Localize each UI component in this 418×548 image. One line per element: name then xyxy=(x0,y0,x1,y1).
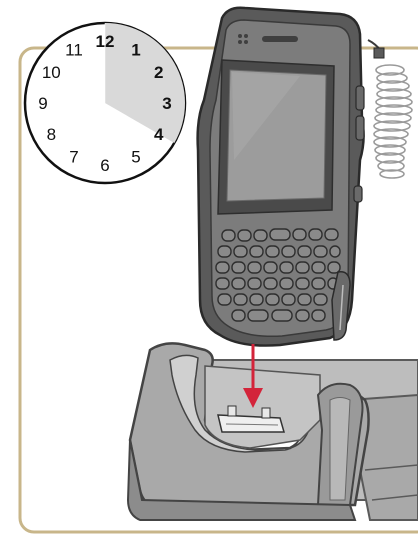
clock-numeral-12: 12 xyxy=(96,32,115,51)
clock-numeral-10: 10 xyxy=(42,63,61,82)
clock-numeral-9: 9 xyxy=(38,94,47,113)
clock-numeral-4: 4 xyxy=(154,125,164,144)
clock-numeral-1: 1 xyxy=(131,40,140,59)
clock-numeral-3: 3 xyxy=(162,94,171,113)
clock-numeral-2: 2 xyxy=(154,63,163,82)
clock-numeral-6: 6 xyxy=(100,156,109,175)
clock-numeral-5: 5 xyxy=(131,148,140,167)
clock-numeral-11: 11 xyxy=(65,40,83,59)
clock-numeral-8: 8 xyxy=(47,125,56,144)
charging-dock xyxy=(128,343,418,520)
handheld-computer xyxy=(198,8,364,346)
clock-numeral-7: 7 xyxy=(69,148,78,167)
